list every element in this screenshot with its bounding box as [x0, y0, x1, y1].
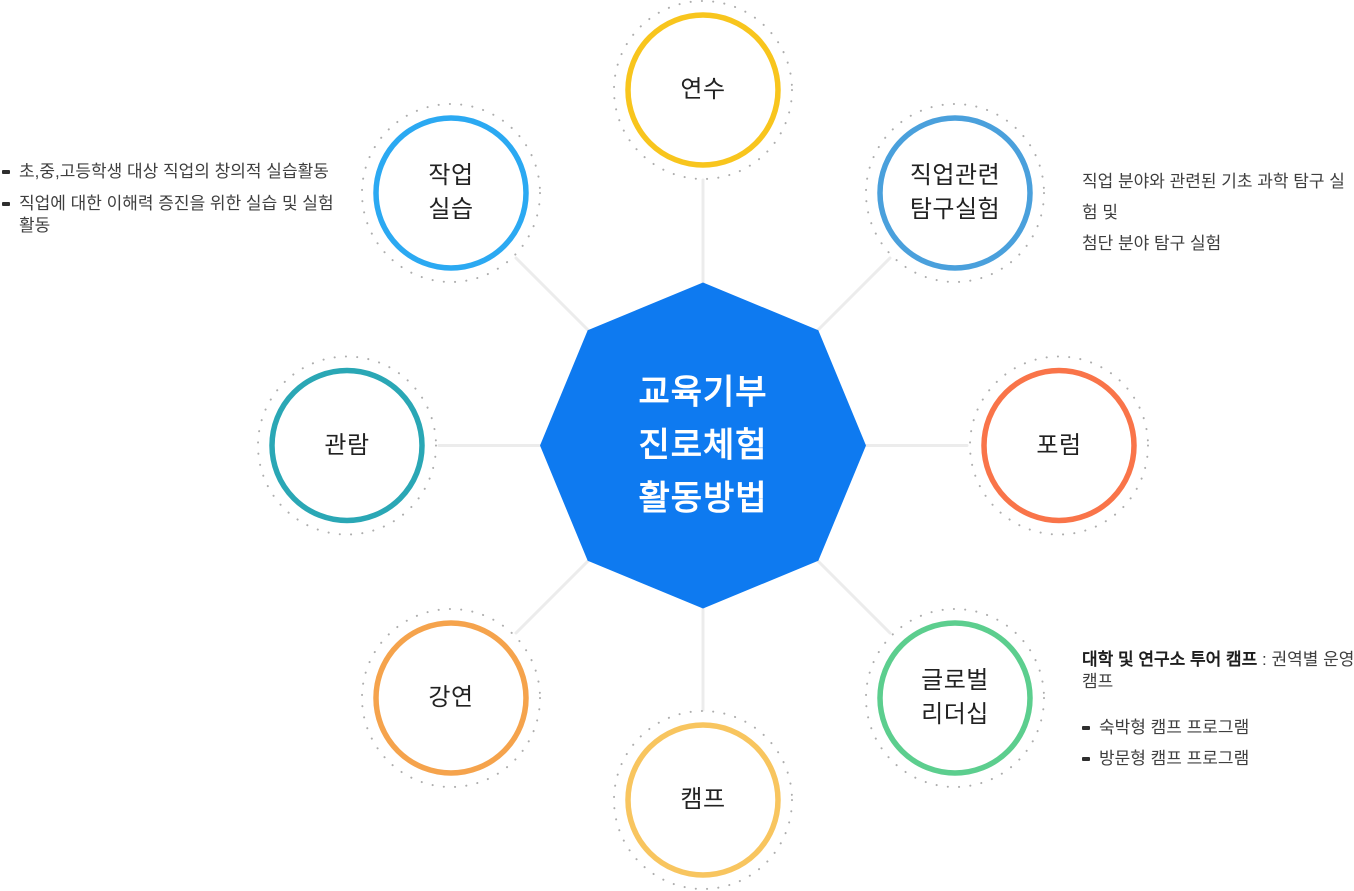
- node-label-lecture: 강연: [428, 684, 474, 711]
- dotted-ring-work-practice: [361, 103, 541, 283]
- note-item: 직업에 대한 이해력 증진을 위한 실습 및 실험 활동: [2, 193, 352, 237]
- dotted-ring-forum: [969, 355, 1149, 536]
- node-circle-work-practice: [373, 115, 529, 271]
- dotted-ring-training: [613, 0, 793, 180]
- dotted-ring-viewing: [257, 355, 437, 536]
- node-circle-camp: [625, 722, 781, 878]
- global-leadership-note-items: 숙박형 캠프 프로그램 방문형 캠프 프로그램: [1082, 717, 1354, 770]
- connector-bottom-left: [514, 559, 590, 635]
- dash-bullet-icon: [2, 170, 10, 174]
- node-circle-viewing: [269, 367, 425, 524]
- note-heading: 대학 및 연구소 투어 캠프 : 권역별 운영 캠프: [1082, 649, 1354, 693]
- dash-bullet-icon: [1082, 757, 1090, 761]
- node-circle-forum: [981, 367, 1137, 524]
- note-item-text: 초,중,고등학생 대상 직업의 창의적 실습활동: [19, 162, 329, 181]
- note-item: 초,중,고등학생 대상 직업의 창의적 실습활동: [2, 161, 352, 183]
- center-title: 교육기부 진로체험 활동방법: [638, 373, 768, 518]
- node-label-forum: 포럼: [1036, 431, 1082, 459]
- dotted-ring-camp: [613, 710, 793, 890]
- note-heading-rest: : 권역별 운영 캠프: [1082, 650, 1354, 691]
- node-label-viewing: 관람: [324, 431, 370, 459]
- work-practice-note-items: 초,중,고등학생 대상 직업의 창의적 실습활동 직업에 대한 이해력 증진을 …: [2, 161, 352, 237]
- work-practice-note: 초,중,고등학생 대상 직업의 창의적 실습활동 직업에 대한 이해력 증진을 …: [2, 161, 352, 237]
- node-label-camp: 캠프: [680, 786, 726, 813]
- dotted-ring-job-research: [865, 103, 1045, 283]
- global-leadership-note: 대학 및 연구소 투어 캠프 : 권역별 운영 캠프 숙박형 캠프 프로그램 방…: [1082, 649, 1354, 770]
- dotted-ring-global-leadership: [865, 608, 1045, 788]
- node-circle-training: [625, 12, 781, 168]
- node-label-training: 연수: [680, 76, 726, 103]
- connector-top-right: [816, 256, 892, 332]
- dash-bullet-icon: [2, 202, 10, 206]
- node-label-work-practice: 작업 실습: [428, 162, 474, 223]
- node-circle-job-research: [877, 115, 1033, 271]
- node-circle-global-leadership: [877, 620, 1033, 776]
- node-label-global-leadership: 글로벌 리더십: [921, 667, 989, 728]
- note-item: 숙박형 캠프 프로그램: [1082, 717, 1354, 739]
- node-circle-lecture: [373, 620, 529, 776]
- dash-bullet-icon: [1082, 726, 1090, 730]
- dotted-ring-lecture: [361, 608, 541, 788]
- note-item-text: 직업에 대한 이해력 증진을 위한 실습 및 실험 활동: [19, 194, 334, 235]
- center-octagon: [540, 282, 866, 609]
- connector-top-left: [514, 256, 590, 332]
- node-label-job-research: 직업관련 탐구실험: [909, 162, 1001, 223]
- connector-bottom-right: [816, 559, 892, 635]
- job-research-note: 직업 분야와 관련된 기초 과학 탐구 실험 및 첨단 분야 탐구 실험: [1082, 172, 1345, 253]
- note-item-text: 방문형 캠프 프로그램: [1099, 749, 1250, 768]
- note-item-text: 숙박형 캠프 프로그램: [1099, 718, 1250, 737]
- note-item: 방문형 캠프 프로그램: [1082, 748, 1354, 770]
- note-heading-bold: 대학 및 연구소 투어 캠프: [1082, 650, 1258, 669]
